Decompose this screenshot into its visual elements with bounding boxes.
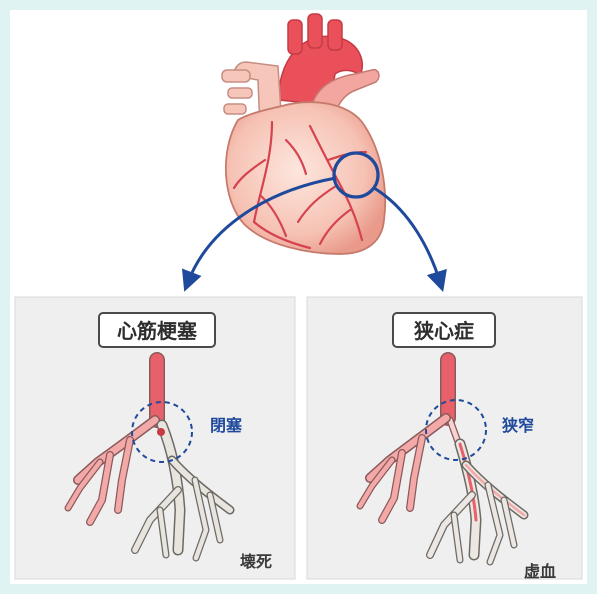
- illustration-card: 心筋梗塞 狭心症 閉塞 狭窄 壊死 虚血: [10, 10, 587, 584]
- panel-right-title: 狭心症: [392, 312, 496, 348]
- lesion-label-right: 狭窄: [502, 412, 534, 436]
- lesion-label-left: 閉塞: [210, 412, 242, 436]
- occlusion-point: [157, 428, 165, 436]
- heart-body: [226, 102, 385, 254]
- aorta-branch-1: [288, 20, 302, 54]
- outcome-label-right: 虚血: [524, 558, 556, 582]
- vein-stub-1: [222, 70, 250, 82]
- aorta-branch-2: [308, 14, 322, 48]
- vein-stub-2: [228, 88, 252, 98]
- aorta-branch-3: [328, 20, 342, 50]
- outcome-label-left: 壊死: [240, 548, 272, 572]
- panel-left-title: 心筋梗塞: [98, 312, 216, 348]
- heart-illustration: [222, 14, 385, 254]
- vein-stub-3: [224, 104, 246, 114]
- diagram-canvas: [10, 10, 587, 584]
